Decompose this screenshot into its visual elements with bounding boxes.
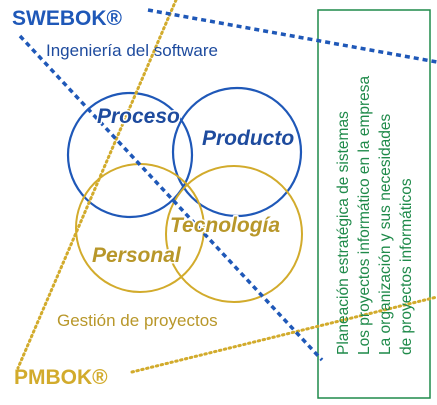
personal-label: Personal xyxy=(92,244,182,267)
proceso-label: Proceso xyxy=(97,105,180,128)
organization-text-group: Planeación estratégica de sistemas Los p… xyxy=(335,75,415,355)
swebok-boundary-line xyxy=(18,34,324,362)
swebok-title: SWEBOK® xyxy=(12,7,123,30)
org-line-3: La organización y sus necesidades xyxy=(377,113,394,355)
org-line-2: Los proyectos informático en la empresa xyxy=(356,75,373,355)
tecnologia-label: Tecnología xyxy=(170,214,280,237)
swebok-boundary-line xyxy=(147,8,437,64)
organization-frame xyxy=(317,9,431,399)
pmbok-subtitle: Gestión de proyectos xyxy=(57,311,218,330)
pmbok-boundary-line xyxy=(130,295,437,374)
producto-circle xyxy=(171,86,303,218)
org-line-1: Planeación estratégica de sistemas xyxy=(335,111,352,355)
proceso-circle xyxy=(66,91,194,219)
producto-label: Producto xyxy=(202,127,294,150)
tecnologia-circle xyxy=(165,165,303,303)
pmbok-title: PMBOK® xyxy=(14,366,108,389)
swebok-subtitle: Ingeniería del software xyxy=(46,41,218,60)
org-line-4: de proyectos informáticos xyxy=(398,178,415,355)
pmbok-boundary-line xyxy=(16,0,178,370)
